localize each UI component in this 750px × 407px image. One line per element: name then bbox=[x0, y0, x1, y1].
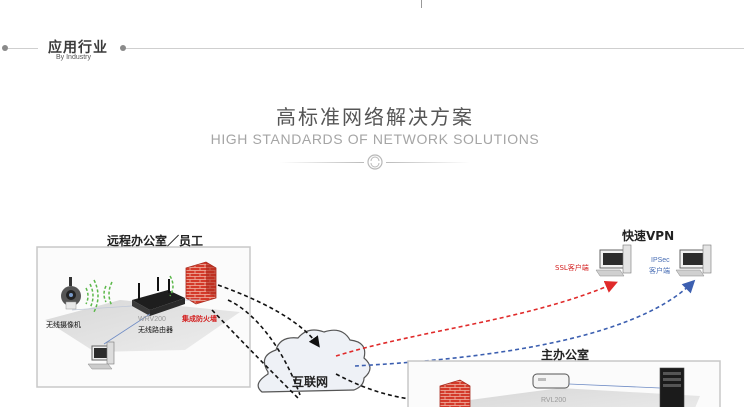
remote-firewall-icon bbox=[185, 261, 217, 305]
server-icon bbox=[659, 367, 685, 407]
camera-label: 无线摄像机 bbox=[46, 321, 81, 329]
main-office-title: 主办公室 bbox=[541, 348, 590, 362]
header-line-left bbox=[8, 48, 38, 49]
remote-pc-icon bbox=[87, 341, 115, 370]
vpn-title: 快速VPN bbox=[622, 229, 675, 243]
heading-divider bbox=[280, 154, 470, 170]
ipsec-client-pc-icon bbox=[675, 244, 712, 277]
header-line-dot-left bbox=[2, 45, 8, 51]
solution-title: 高标准网络解决方案 bbox=[276, 105, 474, 129]
remote-office-title: 远程办公室／员工 bbox=[107, 234, 204, 248]
top-divider-tick bbox=[421, 0, 422, 8]
solution-subtitle: HIGH STANDARDS OF NETWORK SOLUTIONS bbox=[210, 131, 540, 147]
firewall-label: 集成防火墙 bbox=[182, 315, 217, 323]
ipsec-label-2: 客户端 bbox=[649, 268, 670, 275]
wireless-camera-icon bbox=[61, 277, 99, 313]
ipsec-label-1: IPSec bbox=[651, 257, 670, 264]
internet-cloud-icon bbox=[257, 329, 371, 393]
rvl200-model-label: RVL200 bbox=[541, 397, 567, 404]
refresh-circle-icon bbox=[367, 154, 383, 170]
wireless-router-label: 无线路由器 bbox=[138, 326, 173, 334]
industry-subtitle: By Industry bbox=[56, 54, 92, 61]
internet-label: 互联网 bbox=[292, 375, 329, 389]
rvl200-router-icon bbox=[532, 373, 570, 389]
wrv200-model-label: WRV200 bbox=[138, 316, 166, 323]
main-firewall-icon bbox=[439, 379, 471, 407]
wrv200-router-icon bbox=[103, 275, 185, 316]
header-line-dot-right bbox=[120, 45, 126, 51]
header-line-right bbox=[124, 48, 744, 49]
industry-title: 应用行业 bbox=[48, 40, 108, 56]
ssl-client-label: SSL客户端 bbox=[555, 264, 589, 272]
ssl-client-pc-icon bbox=[595, 244, 632, 277]
